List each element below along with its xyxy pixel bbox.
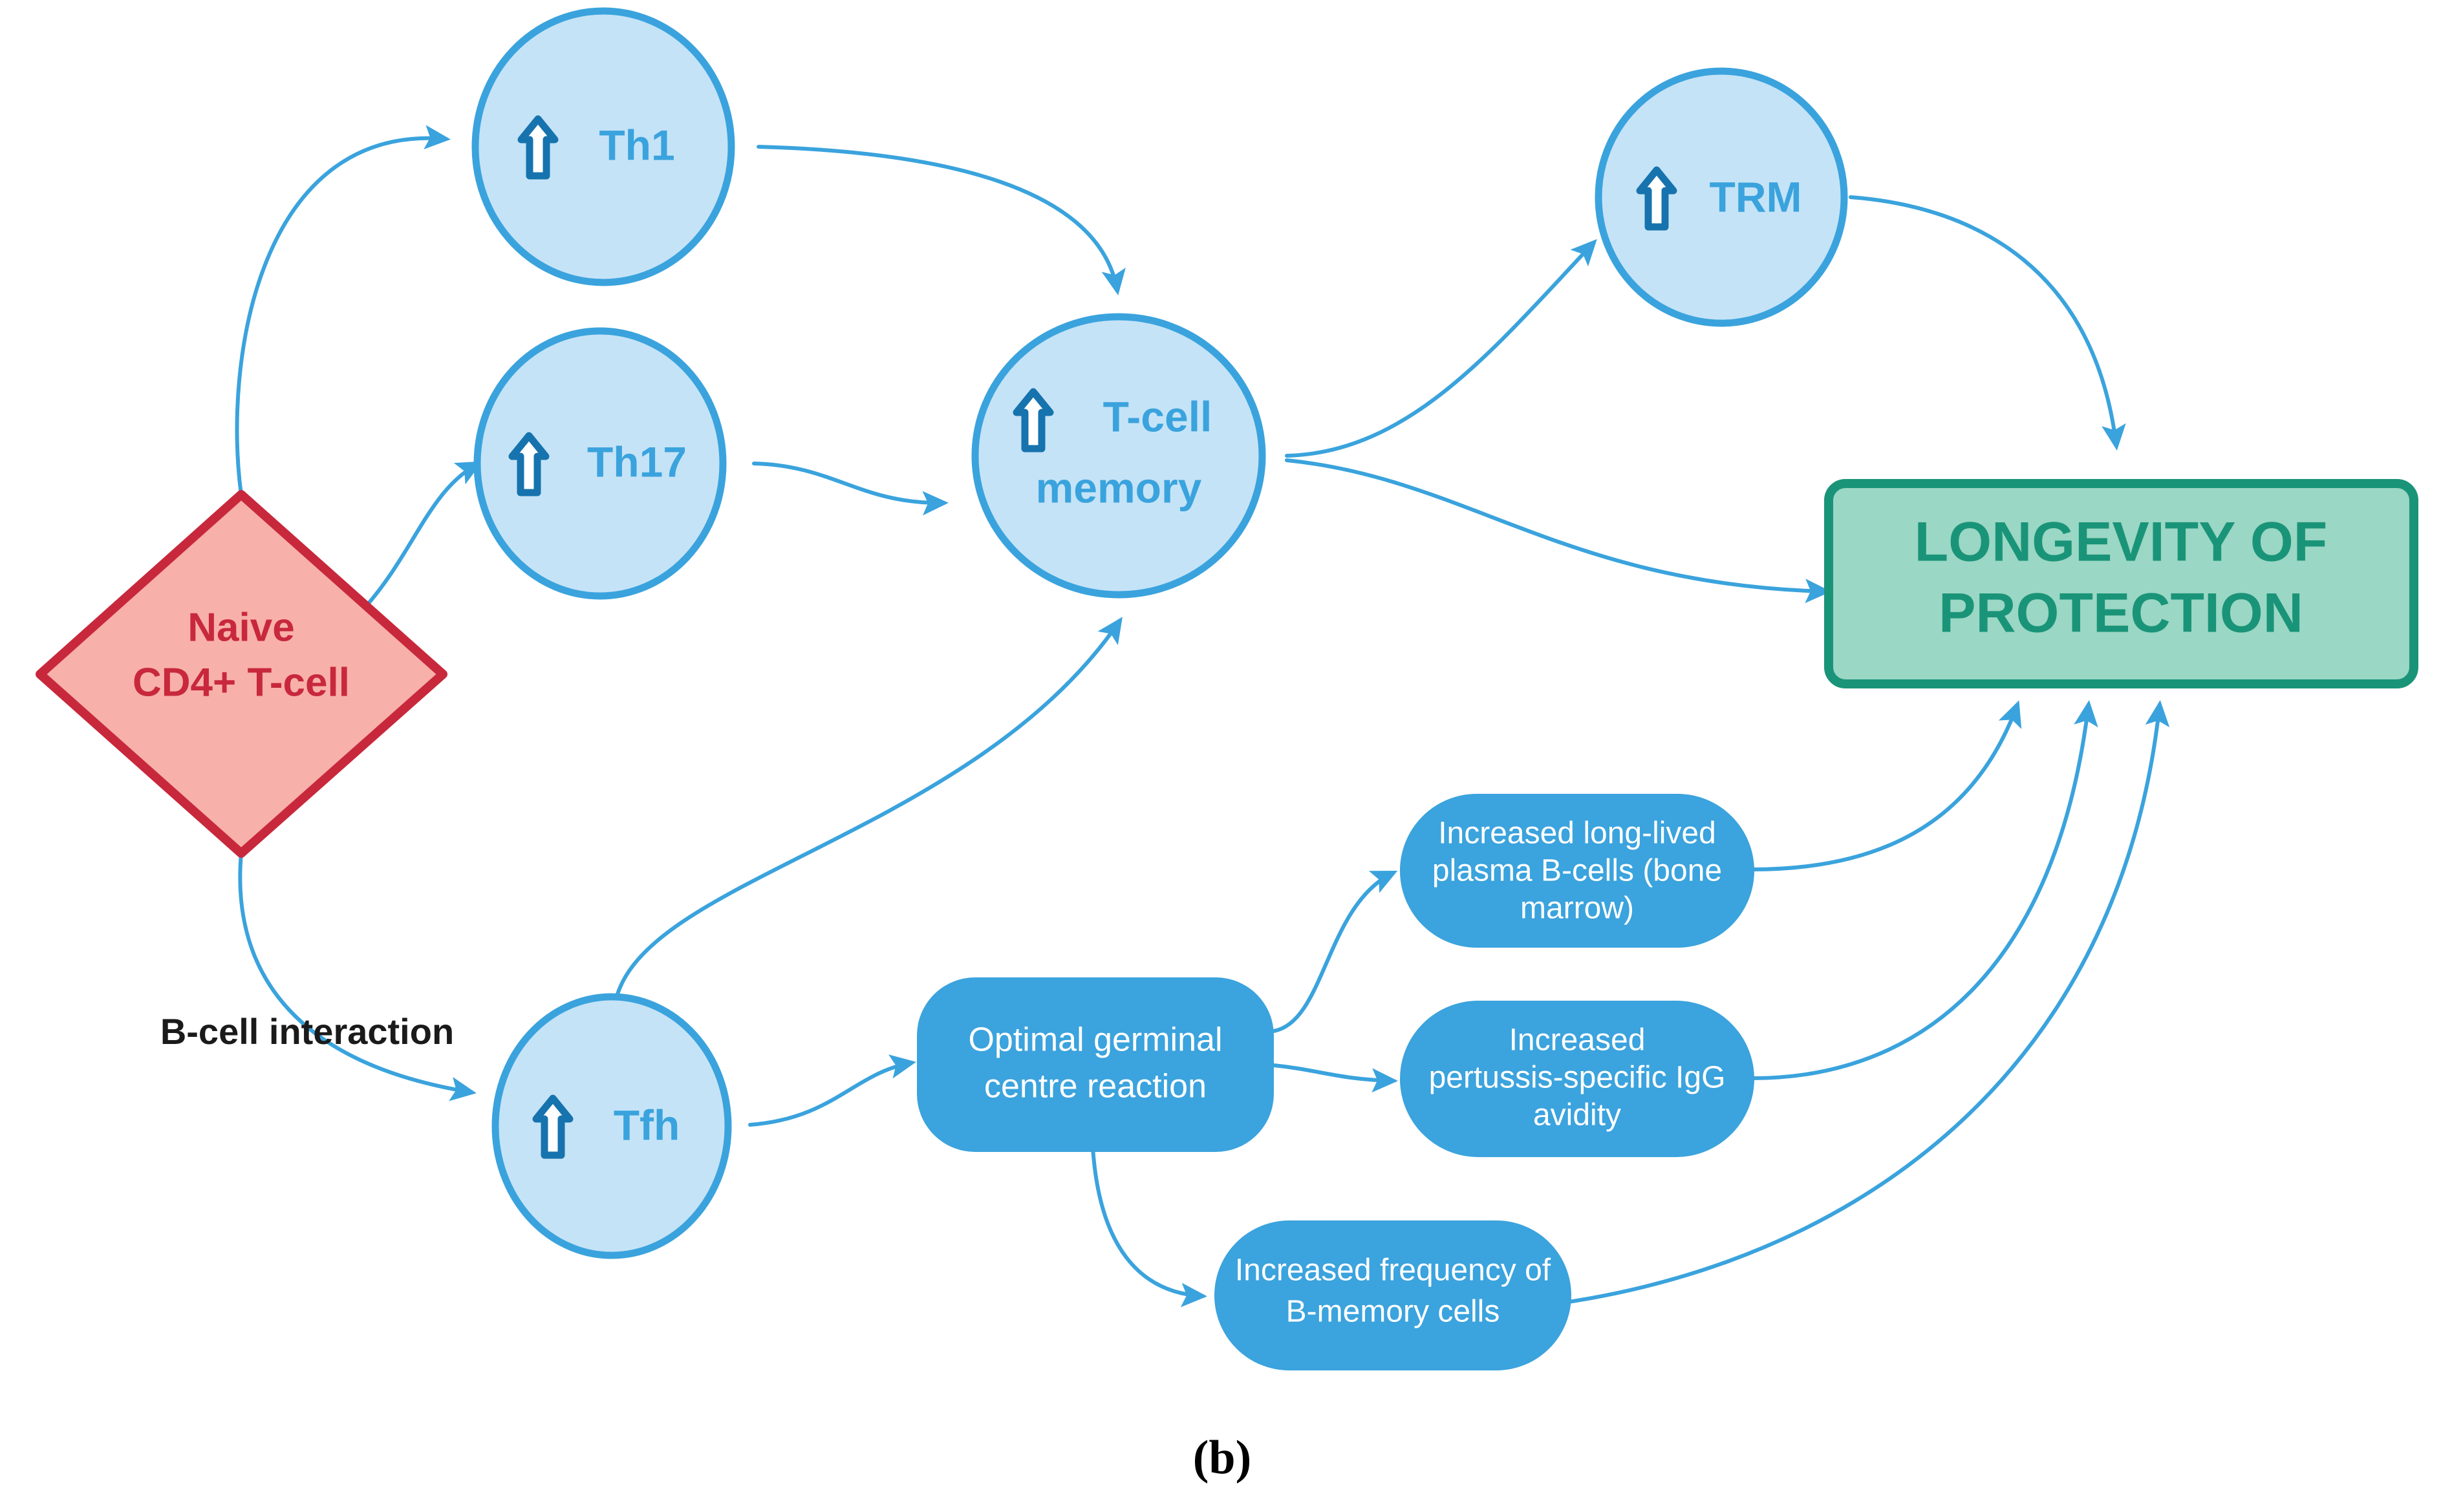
edge-germinal-to-b-memory: [1091, 1145, 1207, 1308]
naive-label-line1: Naive: [188, 605, 294, 650]
tcell-memory-circle-shape: [971, 313, 1266, 599]
node-th17[interactable]: Th17: [473, 327, 727, 600]
plasma-b-label-line3: marrow): [1520, 891, 1634, 926]
longevity-label-line1: LONGEVITY OF: [1915, 511, 2328, 573]
edge-tfh-to-tcell-memory: [612, 617, 1123, 1010]
edge-trm-to-longevity: [1849, 195, 2126, 451]
node-igg-avidity[interactable]: Increased pertussis-specific IgG avidity: [1400, 1001, 1754, 1157]
tcell-memory-label-line1: T-cell: [1103, 392, 1212, 440]
edge-naive-to-th17: [357, 461, 483, 616]
igg-avidity-label-line3: avidity: [1533, 1098, 1621, 1133]
trm-circle-shape: [1595, 67, 1848, 327]
edge-tfh-to-germinal: [748, 1054, 916, 1127]
node-tcell-memory[interactable]: T-cell memory: [971, 313, 1266, 599]
tfh-circle-shape: [491, 993, 732, 1259]
germinal-rect-shape: [917, 977, 1274, 1152]
edge-th1-to-tcell-memory: [757, 145, 1126, 295]
node-th1[interactable]: Th1: [471, 7, 735, 286]
edge-plasma-b-to-longevity: [1750, 700, 2022, 871]
trm-label: TRM: [1710, 173, 1802, 220]
igg-avidity-label-line2: pertussis-specific IgG: [1429, 1061, 1726, 1095]
plasma-b-label-line1: Increased long-lived: [1438, 816, 1716, 851]
longevity-label-line2: PROTECTION: [1939, 582, 2303, 644]
node-plasma-b-cells[interactable]: Increased long-lived plasma B-cells (bon…: [1400, 794, 1754, 948]
igg-avidity-label-line1: Increased: [1509, 1023, 1646, 1058]
edge-naive-to-th1: [235, 125, 451, 496]
b-memory-rect-shape: [1214, 1220, 1571, 1370]
igg-avidity-rect-shape: [1400, 1001, 1754, 1157]
edge-igg-avidity-to-longevity: [1750, 700, 2098, 1080]
plasma-b-rect-shape: [1400, 794, 1754, 948]
edge-tcell-memory-to-longevity: [1285, 458, 1831, 604]
b-memory-label-line2: B-memory cells: [1286, 1295, 1500, 1329]
node-longevity-of-protection[interactable]: LONGEVITY OF PROTECTION: [1824, 479, 2418, 688]
longevity-rect-shape: [1824, 479, 2418, 688]
edge-germinal-to-plasma-b: [1272, 870, 1398, 1033]
edge-tcell-memory-to-trm: [1285, 239, 1597, 458]
th1-circle-shape: [471, 7, 735, 286]
naive-diamond-shape: [36, 490, 447, 858]
germinal-label-line2: centre reaction: [984, 1068, 1207, 1105]
node-b-memory-cells[interactable]: Increased frequency of B-memory cells: [1214, 1220, 1571, 1370]
node-tfh[interactable]: Tfh: [491, 993, 732, 1259]
germinal-label-line1: Optimal germinal: [968, 1021, 1222, 1059]
th17-circle-shape: [473, 327, 727, 600]
edge-naive-to-tfh: [238, 851, 477, 1102]
edge-th17-to-tcell-memory: [752, 462, 949, 516]
plasma-b-label-line2: plasma B-cells (bone: [1432, 854, 1722, 888]
th1-label: Th1: [599, 121, 674, 169]
edge-germinal-to-igg-avidity: [1272, 1063, 1398, 1093]
tfh-label: Tfh: [614, 1101, 680, 1149]
tcell-memory-label-line2: memory: [1036, 463, 1202, 511]
edge-label-b-cell-interaction: B-cell interaction: [160, 1011, 454, 1052]
node-germinal-centre-reaction[interactable]: Optimal germinal centre reaction: [917, 977, 1274, 1152]
edge-layer: [235, 125, 2170, 1315]
naive-label-line2: CD4+ T-cell: [133, 660, 350, 705]
node-naive-cd4-t-cell[interactable]: Naive CD4+ T-cell: [36, 490, 447, 858]
th17-label: Th17: [587, 438, 687, 485]
b-memory-label-line1: Increased frequency of: [1235, 1253, 1551, 1288]
node-trm[interactable]: TRM: [1595, 67, 1848, 327]
figure-caption: (b): [1193, 1431, 1251, 1484]
